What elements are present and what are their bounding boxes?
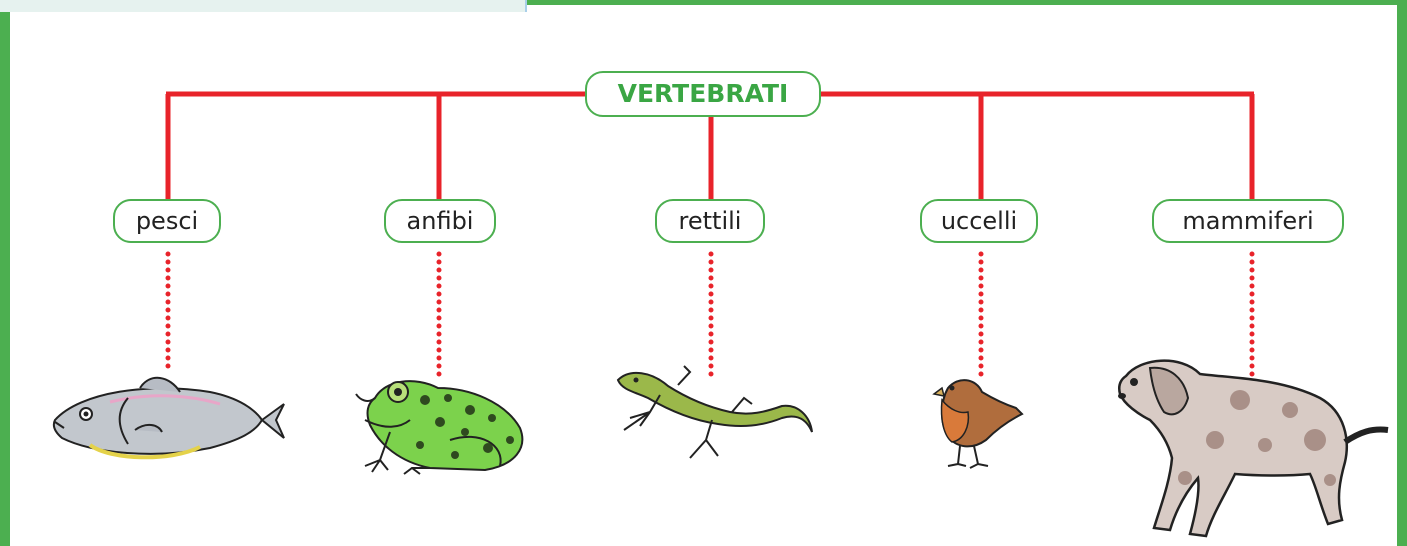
category-node-pesci: pesci bbox=[113, 199, 221, 243]
category-node-uccelli: uccelli bbox=[920, 199, 1038, 243]
bird-illustration bbox=[932, 379, 1024, 469]
fish-illustration bbox=[52, 377, 285, 460]
lizard-illustration bbox=[616, 365, 813, 459]
category-node-rettili: rettili bbox=[655, 199, 765, 243]
dog-illustration bbox=[1118, 359, 1389, 538]
top-tab bbox=[0, 0, 527, 12]
dotted-leaders bbox=[165, 251, 1255, 379]
category-node-mammiferi: mammiferi bbox=[1152, 199, 1344, 243]
category-node-anfibi: anfibi bbox=[384, 199, 496, 243]
root-node-vertebrati: VERTEBRATI bbox=[585, 71, 821, 117]
frog-illustration bbox=[355, 380, 524, 475]
